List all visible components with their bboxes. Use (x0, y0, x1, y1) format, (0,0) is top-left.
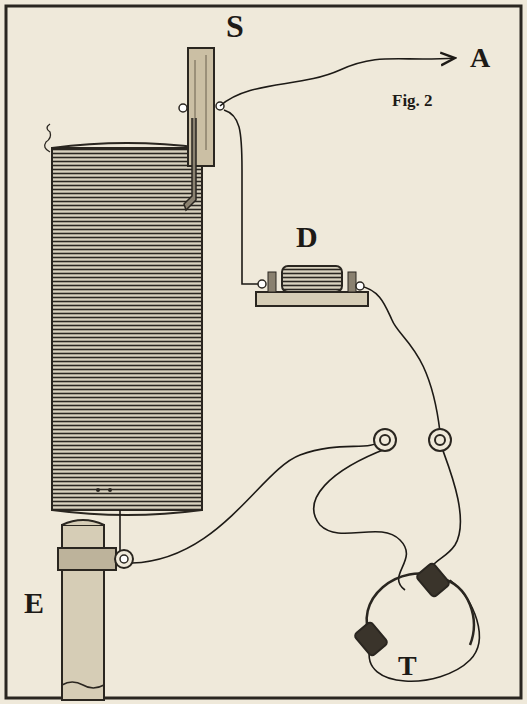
earth-pipe (58, 520, 133, 700)
part-letter: E (24, 588, 44, 618)
part-letter: A (470, 44, 490, 72)
binding-posts (374, 429, 451, 451)
tuning-coil (45, 124, 202, 515)
headphones (354, 562, 474, 657)
part-letter: T (398, 652, 417, 680)
slider (179, 48, 224, 210)
crystal-detector (256, 266, 368, 306)
part-letter: D (296, 222, 318, 252)
wires (120, 58, 479, 681)
part-letter: S (226, 10, 244, 42)
figure-number: Fig. 2 (392, 92, 433, 109)
